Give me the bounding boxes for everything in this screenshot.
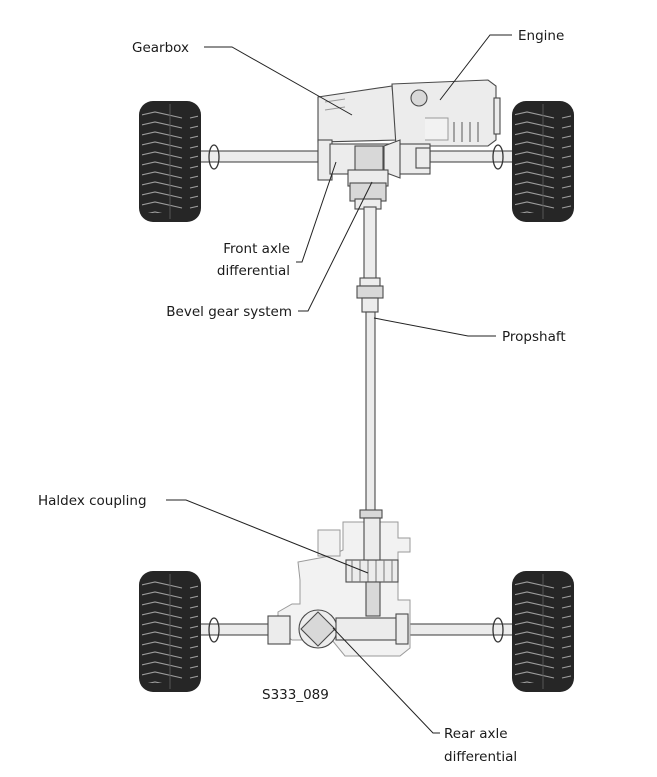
front-axle-differential-label-line1: Front axle [223,241,290,257]
propshaft-unit [356,206,384,519]
gearbox-unit [317,85,399,143]
figure-code-label: S333_089 [262,687,329,703]
rear-left-wheel [139,571,201,692]
gearbox-label: Gearbox [132,40,189,56]
front-differential-housing [317,139,431,210]
haldex-coupling-label: Haldex coupling [38,493,147,509]
haldex-and-rear-differential [267,517,411,657]
rear-axle-differential-label-line1: Rear axle [444,726,508,742]
front-axle-differential-label-line2: differential [217,263,290,279]
engine-unit [391,79,501,147]
front-right-wheel [512,101,574,222]
engine-label: Engine [518,28,564,44]
front-left-wheel [139,101,201,222]
bevel-gear-system-label: Bevel gear system [166,304,292,320]
rear-axle-differential-label-line2: differential [444,749,517,765]
rear-right-wheel [512,571,574,692]
propshaft-label: Propshaft [502,329,566,345]
leader-lines [166,34,512,734]
